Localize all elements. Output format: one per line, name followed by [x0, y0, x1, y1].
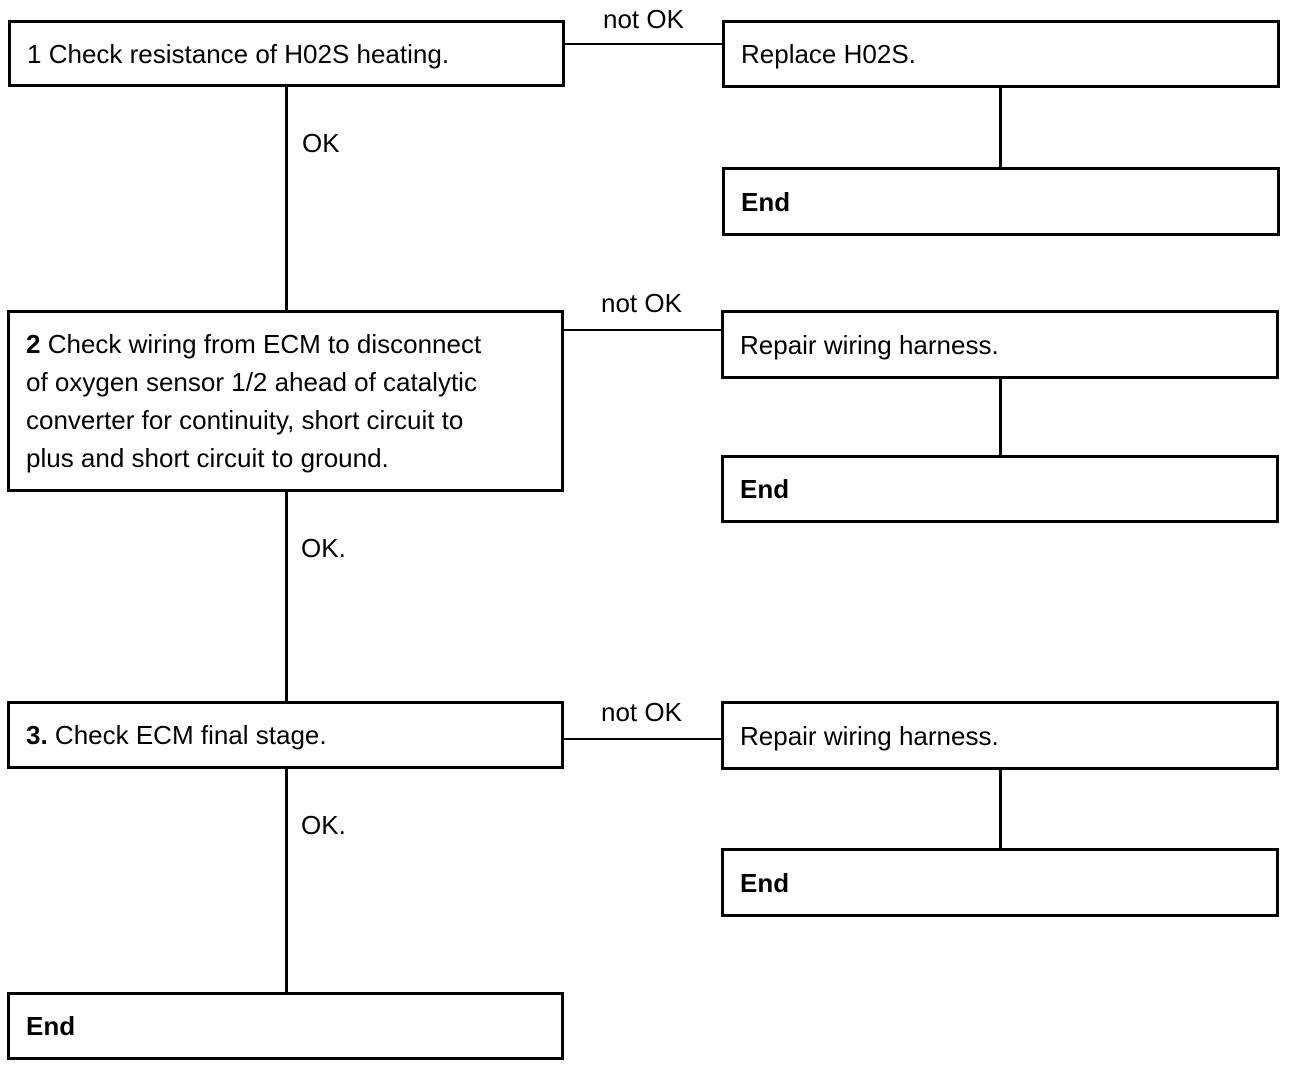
end-label-2: End	[740, 474, 790, 504]
action-3-box: Repair wiring harness.	[721, 701, 1279, 770]
step-1-number: 1	[27, 38, 42, 69]
step-2-box: 2 Check wiring from ECM to disconnect of…	[7, 310, 564, 492]
action-end-connector-1	[999, 86, 1002, 169]
action-2-text: Repair wiring harness.	[740, 329, 999, 360]
action-end-connector-2	[999, 377, 1002, 457]
end-box-3: End	[721, 848, 1279, 917]
not-ok-connector-2	[563, 329, 723, 331]
step-3-text: Check ECM final stage.	[54, 720, 327, 750]
end-box-final: End	[7, 992, 564, 1060]
step-1-text: Check resistance of H02S heating.	[48, 38, 450, 69]
end-label-final: End	[26, 1011, 76, 1041]
step-2-line-1-text: Check wiring from ECM to disconnect	[47, 329, 482, 359]
step-3-box: 3. Check ECM final stage.	[7, 701, 564, 769]
action-3-text: Repair wiring harness.	[740, 720, 999, 751]
action-end-connector-3	[999, 768, 1002, 850]
ok-connector-3-end	[285, 767, 288, 994]
end-label-1: End	[741, 186, 791, 217]
action-2-box: Repair wiring harness.	[721, 310, 1279, 379]
action-1-text: Replace H02S.	[741, 39, 916, 69]
step-2-line-3: converter for continuity, short circuit …	[26, 405, 464, 435]
not-ok-label-1: not OK	[603, 4, 684, 34]
action-1-box: Replace H02S.	[722, 20, 1280, 88]
step-3-number: 3.	[26, 720, 48, 750]
step-2-line-1: 2 Check wiring from ECM to disconnect	[26, 325, 561, 363]
step-2-number: 2	[26, 329, 41, 359]
end-label-3: End	[740, 867, 790, 898]
step-2-line-4: plus and short circuit to ground.	[26, 443, 389, 473]
step-1-box: 1 Check resistance of H02S heating.	[8, 20, 565, 87]
not-ok-connector-3	[563, 738, 723, 740]
step-2-line-2: of oxygen sensor 1/2 ahead of catalytic	[26, 367, 477, 397]
ok-label-1: OK	[302, 128, 340, 158]
ok-label-2: OK.	[301, 533, 346, 563]
end-box-2: End	[721, 455, 1279, 523]
ok-connector-1-2	[285, 85, 288, 312]
ok-label-3: OK.	[301, 810, 346, 840]
ok-connector-2-3	[285, 490, 288, 703]
not-ok-label-2: not OK	[601, 288, 682, 318]
not-ok-label-3: not OK	[601, 697, 682, 727]
end-box-1: End	[722, 167, 1280, 236]
not-ok-connector-1	[563, 43, 723, 45]
